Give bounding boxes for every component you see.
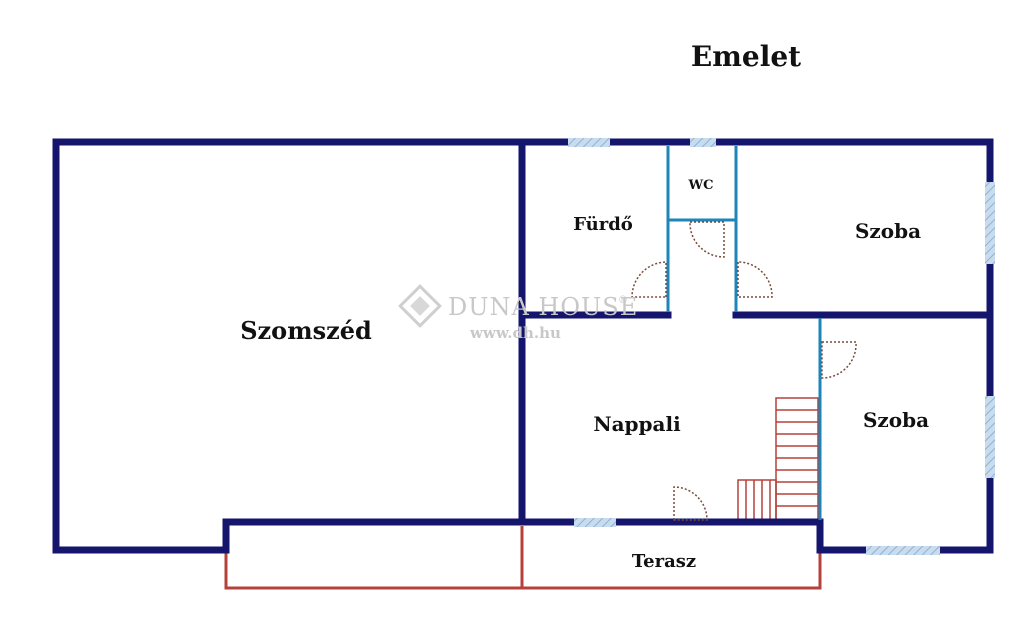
room-label-furdo: Fürdő bbox=[573, 214, 633, 235]
door-furdo bbox=[631, 261, 667, 298]
doors bbox=[631, 221, 857, 521]
watermark-url: www.dh.hu bbox=[469, 324, 561, 342]
room-label-szoba-bottom: Szoba bbox=[863, 408, 929, 432]
window bbox=[568, 138, 610, 147]
watermark: DUNA HOUSE ® www.dh.hu bbox=[398, 284, 638, 342]
door-nappali bbox=[673, 486, 708, 521]
watermark-brand: DUNA HOUSE bbox=[448, 293, 638, 321]
room-label-szomszed: Szomszéd bbox=[240, 316, 372, 345]
room-label-nappali: Nappali bbox=[593, 412, 681, 436]
room-label-wc: WC bbox=[688, 178, 714, 193]
watermark-registered: ® bbox=[618, 295, 628, 306]
staircase bbox=[737, 397, 819, 521]
plan-title: Emelet bbox=[691, 40, 801, 73]
windows bbox=[568, 138, 995, 555]
window bbox=[985, 182, 995, 264]
duna-house-logo-icon bbox=[398, 284, 442, 328]
inner-walls bbox=[666, 146, 822, 520]
outer-walls bbox=[52, 138, 994, 554]
window bbox=[985, 396, 995, 478]
door-szoba-top bbox=[737, 261, 773, 298]
window bbox=[690, 138, 716, 147]
door-wc bbox=[689, 221, 725, 258]
window bbox=[866, 546, 940, 555]
room-label-terasz: Terasz bbox=[632, 551, 696, 572]
door-szoba-bottom bbox=[821, 341, 857, 379]
room-label-szoba-top: Szoba bbox=[855, 219, 921, 243]
window bbox=[574, 518, 616, 527]
terrace-outline bbox=[224, 526, 822, 590]
